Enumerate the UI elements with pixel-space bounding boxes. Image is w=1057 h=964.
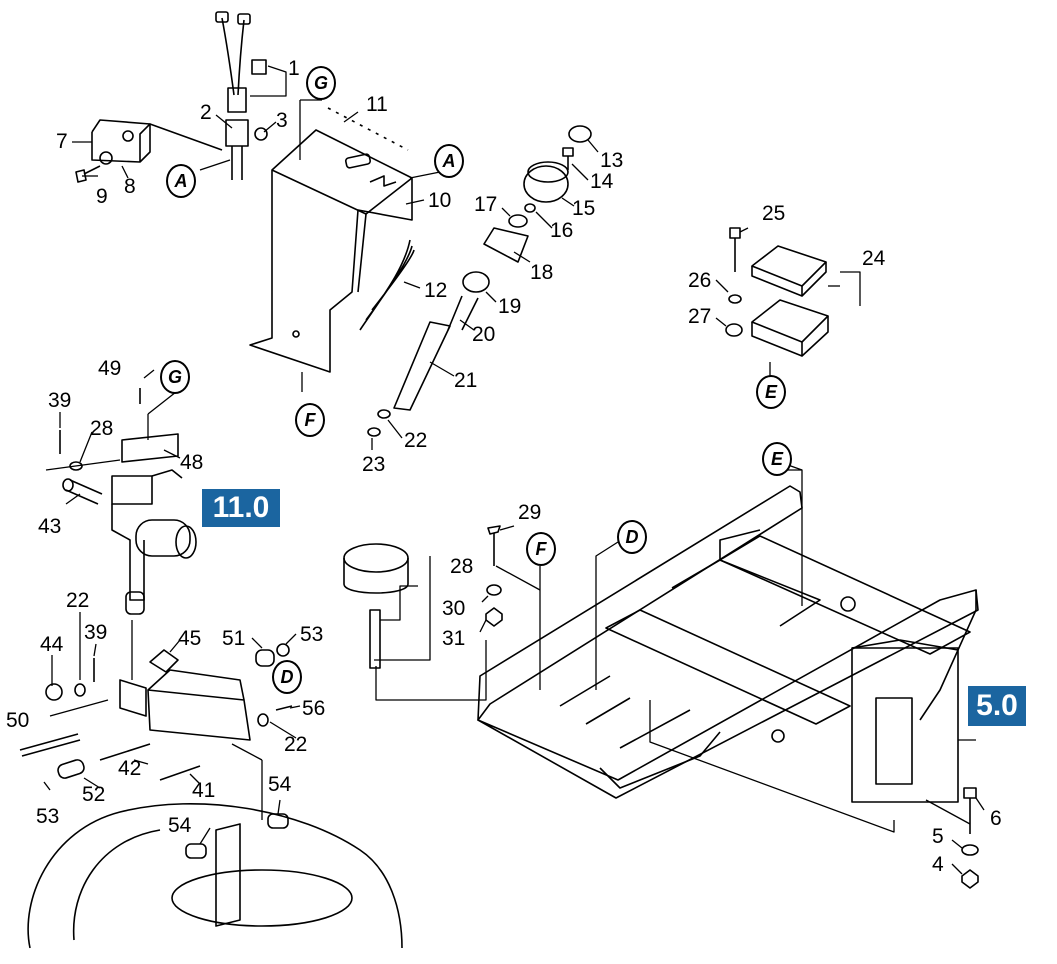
part-label-9: 9 (96, 185, 108, 208)
part-label-44: 44 (40, 633, 64, 656)
part-label-53-low: 53 (36, 805, 60, 828)
part-label-18: 18 (530, 261, 554, 284)
part-label-54-right: 54 (268, 773, 292, 796)
part-label-12: 12 (424, 279, 448, 302)
part-label-53-top: 53 (300, 623, 324, 646)
part-label-10: 10 (428, 189, 452, 212)
part-label-5: 5 (932, 825, 944, 848)
part-label-8: 8 (124, 175, 136, 198)
part-label-56: 56 (302, 697, 326, 720)
part-label-24: 24 (862, 247, 886, 270)
ref-a-right: A (434, 144, 464, 178)
junction-box (725, 227, 829, 357)
ref-e-frame: E (762, 442, 792, 476)
part-label-11: 11 (366, 93, 388, 116)
part-label-43: 43 (38, 515, 62, 538)
part-label-2: 2 (200, 101, 212, 124)
part-label-23: 23 (362, 453, 386, 476)
part-label-3: 3 (276, 109, 288, 132)
ref-f-frame: F (526, 532, 556, 566)
part-label-52: 52 (82, 783, 106, 806)
ref-d-lower: D (272, 660, 302, 694)
part-label-6: 6 (990, 807, 1002, 830)
part-label-19: 19 (498, 295, 522, 318)
part-label-14: 14 (590, 170, 614, 193)
part-label-17: 17 (474, 193, 498, 216)
part-label-48: 48 (180, 451, 204, 474)
part-label-26: 26 (688, 269, 712, 292)
ref-g-top: G (306, 66, 336, 100)
part-label-22-top: 22 (404, 429, 428, 452)
part-label-20: 20 (472, 323, 496, 346)
part-label-22-low: 22 (284, 733, 308, 756)
part-label-16: 16 (550, 219, 574, 242)
ref-a-left: A (166, 164, 196, 198)
part-label-39-mid: 39 (84, 621, 108, 644)
steering-knob-assembly (367, 125, 592, 437)
ref-f-column: F (295, 403, 325, 437)
part-label-54-left: 54 (168, 814, 192, 837)
ref-e-box: E (756, 375, 786, 409)
part-label-28-right: 28 (450, 555, 474, 578)
part-label-28-left: 28 (90, 417, 114, 440)
part-label-22-mid: 22 (66, 589, 90, 612)
part-label-13: 13 (600, 149, 624, 172)
part-label-42: 42 (118, 757, 142, 780)
part-label-15: 15 (572, 197, 596, 220)
part-label-7: 7 (56, 130, 68, 153)
part-label-27: 27 (688, 305, 712, 328)
part-label-39-top: 39 (48, 389, 72, 412)
section-badge-5: 5.0 (968, 686, 1026, 726)
part-label-50: 50 (6, 709, 30, 732)
part-label-21: 21 (454, 369, 478, 392)
lower-bracket-mechanism (19, 643, 293, 859)
part-label-4: 4 (932, 853, 944, 876)
ref-d-frame: D (617, 520, 647, 554)
actuator-motor (59, 388, 197, 615)
part-label-41: 41 (192, 779, 216, 802)
part-label-51: 51 (222, 627, 246, 650)
leader-lines (43, 65, 985, 875)
section-badge-11: 11.0 (202, 489, 280, 527)
mounting-bracket (75, 119, 223, 183)
part-label-29: 29 (518, 501, 542, 524)
part-label-1: 1 (288, 57, 300, 80)
deck-housing (27, 803, 403, 949)
part-label-49: 49 (98, 357, 122, 380)
main-frame (477, 485, 979, 803)
part-label-25: 25 (762, 202, 786, 225)
part-label-30: 30 (442, 597, 466, 620)
frame-fasteners (485, 525, 979, 889)
part-label-31: 31 (442, 627, 466, 650)
part-label-45: 45 (178, 627, 202, 650)
column-housing (249, 107, 415, 373)
cable-connector-assembly (215, 11, 268, 180)
cylinder-weight (343, 543, 409, 669)
ref-g-mid: G (160, 360, 190, 394)
